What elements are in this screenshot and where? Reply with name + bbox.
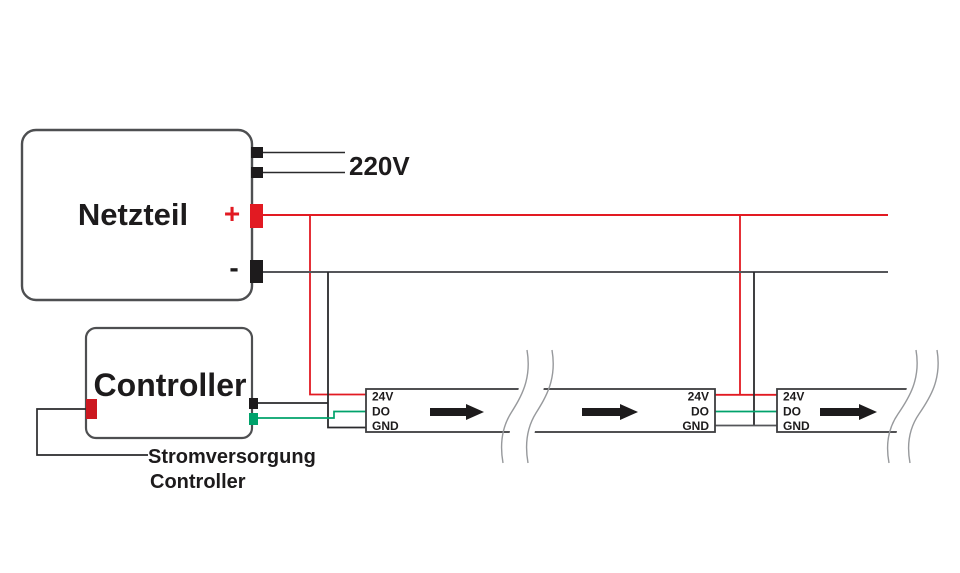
strip1-out-power-pin-label: 24V: [688, 390, 709, 404]
flow-arrow-icon: [820, 404, 877, 420]
negative-drop-strip1: [327, 272, 366, 429]
flow-arrow-icon: [582, 404, 638, 420]
flow-arrow-icon: [430, 404, 484, 420]
strip2-break-line-2: [907, 349, 939, 464]
negative-terminal-label: -: [229, 252, 238, 283]
strip2-break-mask: [889, 348, 960, 466]
strip1-in-data-pin-label: DO: [372, 405, 390, 419]
mains-terminal-1: [251, 147, 263, 158]
strip1-out-data-pin-label: DO: [691, 405, 709, 419]
mains-voltage-label: 220V: [349, 151, 410, 181]
power-supply-label: Netzteil: [78, 197, 188, 232]
positive-terminal: [250, 204, 263, 228]
strip1-break-line-2: [525, 349, 554, 464]
controller-box: [84, 326, 254, 440]
controller-data-wire: [256, 410, 366, 419]
controller-ground-terminal: [249, 398, 258, 409]
mains-terminal-2: [251, 167, 263, 178]
positive-terminal-label: +: [224, 198, 240, 229]
strip1-out-ground-pin-label: GND: [682, 419, 709, 433]
controller-power-lead-wire: [36, 408, 148, 456]
controller-data-terminal: [249, 413, 258, 425]
controller-power-note-line2: Controller: [150, 471, 246, 493]
controller-power-terminal: [86, 399, 97, 419]
strip2-break-line-1: [886, 349, 918, 464]
strip1-break-line-1: [500, 349, 529, 464]
controller-power-note-line1: Stromversorgung: [148, 446, 316, 468]
strip2-in-data-pin-label: DO: [783, 405, 801, 419]
strip2-in-ground-pin-label: GND: [783, 419, 810, 433]
strip1-in-power-pin-label: 24V: [372, 390, 393, 404]
negative-terminal: [250, 260, 263, 283]
controller-label: Controller: [94, 367, 247, 403]
strip1-break-mask: [503, 348, 552, 465]
strip2-in-power-pin-label: 24V: [783, 390, 804, 404]
positive-drop-strip1: [309, 215, 366, 396]
strip1-in-ground-pin-label: GND: [372, 419, 399, 433]
